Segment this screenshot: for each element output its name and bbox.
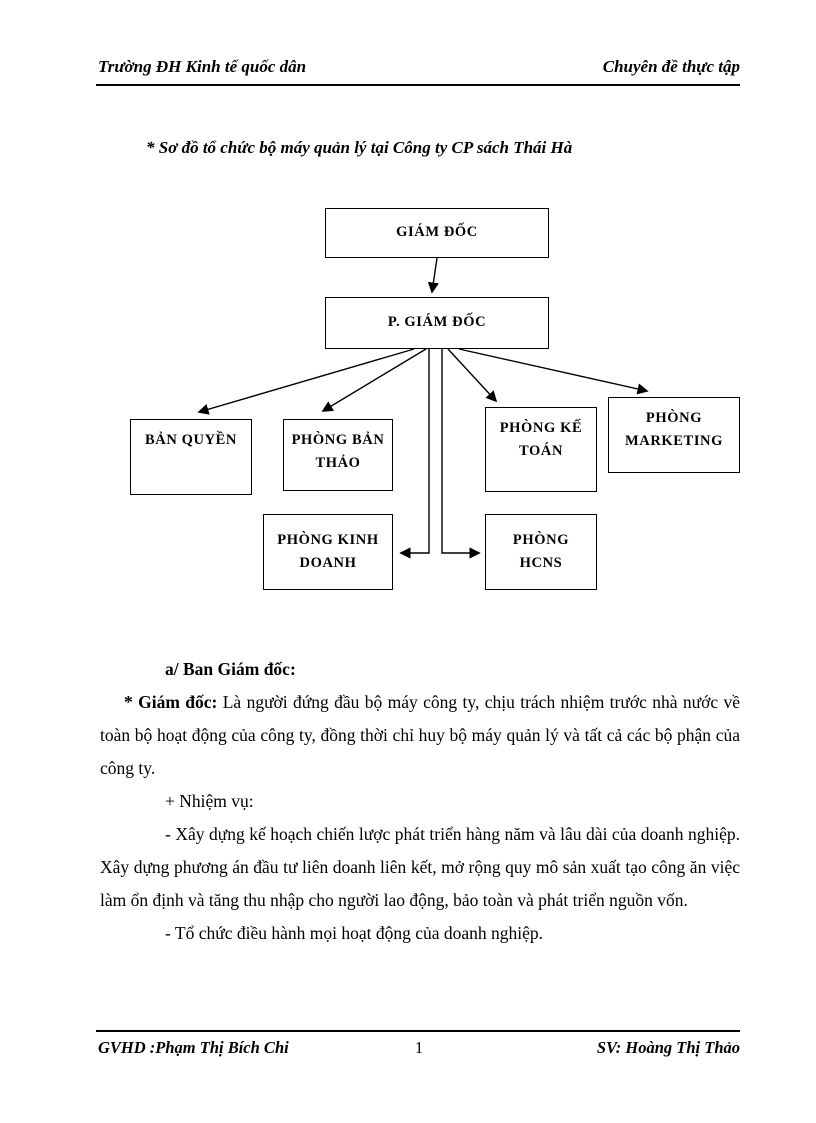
arrow-pgiamdoc-to-banquyen [197, 348, 415, 415]
org-node-phong-hcns-label: PHÒNG HCNS [512, 531, 570, 571]
header-school-name: Trường ĐH Kinh tế quốc dân [98, 57, 307, 76]
footer-rule [96, 1030, 740, 1032]
org-chart-arrows [197, 257, 649, 559]
org-node-phong-ban-thao-label: PHÒNG BẢN THẢO [291, 432, 385, 472]
arrow-pgiamdoc-to-kinhdoanh [399, 349, 430, 559]
page-header: Trường ĐH Kinh tế quốc dân Chuyên đề thự… [98, 57, 740, 77]
body-text: a/ Ban Giám đốc: * Giám đốc: Là người đứ… [100, 653, 740, 950]
section-heading: a/ Ban Giám đốc: [165, 659, 296, 679]
org-node-giam-doc: GIÁM ĐỐC [325, 208, 549, 258]
org-node-phong-kinh-doanh-label: PHÒNG KINH DOANH [277, 531, 379, 571]
org-node-p-giam-doc-label: P. GIÁM ĐỐC [387, 314, 487, 331]
arrow-pgiamdoc-to-banthao [321, 348, 427, 412]
paragraph-task-1: - Xây dựng kế hoạch chiến lược phát triể… [100, 824, 740, 910]
org-node-phong-kinh-doanh: PHÒNG KINH DOANH [263, 514, 393, 590]
page-number: 1 [414, 1038, 424, 1057]
tasks-label: + Nhiệm vụ: [165, 791, 254, 811]
org-node-phong-ke-toan: PHÒNG KẾ TOÁN [485, 407, 597, 492]
org-node-phong-ke-toan-label: PHÒNG KẾ TOÁN [499, 420, 583, 460]
section-title: * Sơ đồ tổ chức bộ máy quản lý tại Công … [146, 138, 573, 157]
org-node-phong-marketing-label: PHÒNG MARKETING [624, 410, 724, 450]
footer-student: SV: Hoàng Thị Thảo [596, 1038, 740, 1057]
header-report-type: Chuyên đề thực tập [602, 57, 740, 76]
arrow-pgiamdoc-to-marketing [458, 348, 649, 395]
header-rule [96, 84, 740, 86]
org-node-ban-quyen: BẢN QUYỀN [130, 419, 252, 495]
paragraph-giam-doc: * Giám đốc: Là người đứng đầu bộ máy côn… [100, 686, 740, 785]
org-node-phong-ban-thao: PHÒNG BẢN THẢO [283, 419, 393, 491]
org-node-phong-hcns: PHÒNG HCNS [485, 514, 597, 590]
arrow-pgiamdoc-to-ketoan [447, 348, 498, 403]
org-node-giam-doc-label: GIÁM ĐỐC [396, 224, 478, 241]
paragraph-giam-doc-rest: Là người đứng đầu bộ máy công ty, chịu t… [100, 692, 741, 778]
arrow-pgiamdoc-to-hcns [441, 349, 481, 559]
org-node-p-giam-doc: P. GIÁM ĐỐC [325, 297, 549, 349]
footer-advisor: GVHD :Phạm Thị Bích Chi [98, 1038, 289, 1057]
org-node-phong-marketing: PHÒNG MARKETING [608, 397, 740, 473]
arrow-giamdoc-to-pgiamdoc [427, 257, 439, 294]
page-footer: GVHD :Phạm Thị Bích Chi 1 SV: Hoàng Thị … [98, 1038, 740, 1058]
paragraph-task-2: - Tổ chức điều hành mọi hoạt động của do… [165, 923, 544, 943]
org-node-ban-quyen-label: BẢN QUYỀN [144, 432, 237, 448]
paragraph-giam-doc-lead: * Giám đốc: [124, 692, 218, 712]
